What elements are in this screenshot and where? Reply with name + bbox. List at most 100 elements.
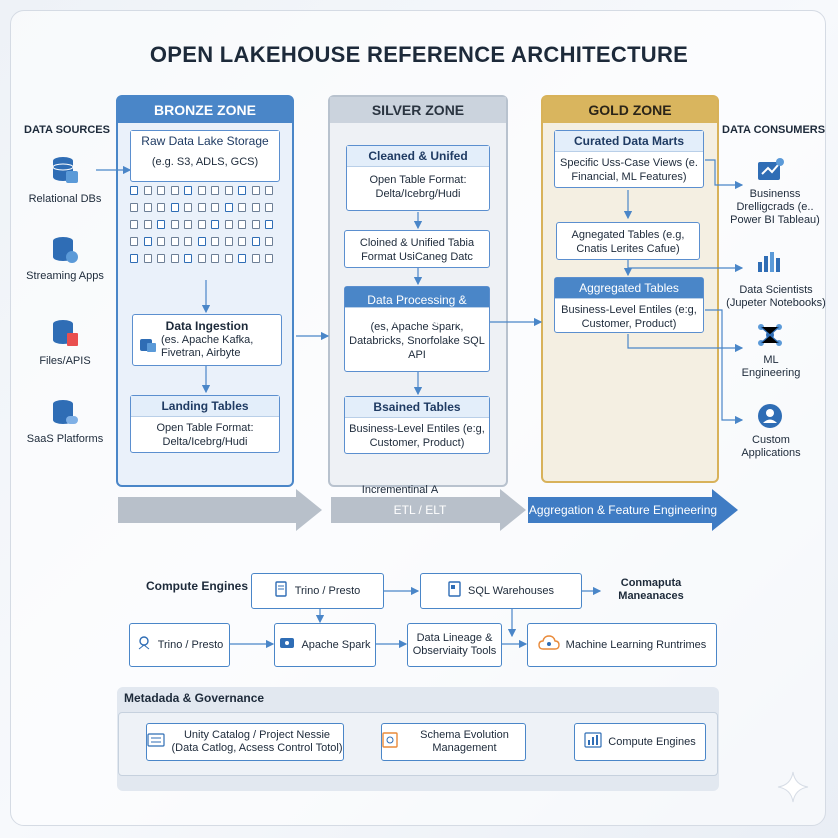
- file-icon: [224, 203, 233, 212]
- governance-heading: Metadada & Governance: [124, 691, 265, 705]
- warehouse-icon: [448, 581, 462, 601]
- file-icon: [224, 237, 233, 246]
- trino-presto-left-box[interactable]: Trino / Presto: [129, 623, 230, 667]
- compute-maintenances-heading: Conmaputa Maneanaces: [618, 577, 684, 602]
- source-streaming-apps: Streaming Apps: [26, 270, 104, 282]
- file-icon: [143, 237, 152, 246]
- landing-tables-box: Landing Tables Open Table Format: Delta/…: [130, 395, 280, 453]
- file-icon: [170, 186, 179, 195]
- data-lineage-box[interactable]: Data Lineage & Observiaity Tools: [407, 623, 502, 667]
- file-icon: [197, 203, 206, 212]
- cleaned-unified-title: Cleaned & Unifed: [347, 146, 489, 167]
- aggregation-feature-label: Aggregation & Feature Engineering: [528, 503, 718, 517]
- schema-evolution-box[interactable]: Schema Evolution Management: [381, 723, 526, 761]
- file-icon: [197, 254, 206, 263]
- governance-compute-engines-box[interactable]: Compute Engines: [574, 723, 706, 761]
- file-icon: [238, 203, 246, 212]
- file-icon: [238, 220, 246, 229]
- bsained-tables-body: Business-Level Entiles (e:g, Customer, P…: [349, 423, 485, 449]
- file-icon: [238, 254, 246, 263]
- cloud-icon: [537, 634, 560, 656]
- silver-zone-heading: SILVER ZONE: [330, 97, 506, 123]
- raw-data-lake-title: Raw Data Lake Storage: [131, 131, 279, 151]
- raw-data-lake-box: Raw Data Lake Storage (e.g. S3, ADLS, GC…: [130, 130, 280, 182]
- cloined-unified-box: Cloined & Unified Tabia Format UsiCaneg …: [344, 230, 490, 268]
- bsained-tables-title: Bsained Tables: [345, 397, 489, 418]
- file-icon: [197, 237, 206, 246]
- data-lineage-label: Data Lineage & Observiaity Tools: [412, 632, 497, 657]
- data-processing-body: (es, Apache Spark, Databricks, Snorfolak…: [349, 321, 485, 361]
- agnegated-tables-body: Agnegated Tables (e.g, Cnatis Lerites Ca…: [571, 229, 685, 255]
- governance-compute-engines-label: Compute Engines: [608, 735, 696, 748]
- aggregated-tables-body: Business-Level Entiles (e:g, Customer, P…: [561, 304, 697, 330]
- files-api-icon: [50, 318, 80, 353]
- data-ingestion-body: (es. Apache Kafka, Fivetran, Airbyte: [161, 334, 254, 359]
- file-icon: [265, 237, 273, 246]
- file-icon: [197, 220, 206, 229]
- saas-database-icon: [50, 398, 80, 433]
- ml-runtimes-label: Machine Learning Runtrimes: [565, 638, 707, 651]
- spark-icon: [279, 636, 295, 654]
- data-ingestion-box: Data Ingestion (es. Apache Kafka, Fivetr…: [132, 314, 282, 366]
- consumer-ml-engineering: ML Engineering: [741, 354, 801, 379]
- bronze-zone-heading: BRONZE ZONE: [118, 97, 292, 123]
- unity-catalog-label: Unity Catalog / Project Nessie (Data Cat…: [171, 729, 343, 754]
- file-icon: [197, 186, 206, 195]
- sql-warehouses-box[interactable]: SQL Warehouses: [420, 573, 582, 609]
- page-title: OPEN LAKEHOUSE REFERENCE ARCHITECTURE: [149, 42, 689, 67]
- cleaned-unified-box: Cleaned & Unifed Open Table Format: Delt…: [346, 145, 490, 211]
- agnegated-tables-box: Agnegated Tables (e.g, Cnatis Lerites Ca…: [556, 222, 700, 260]
- ml-runtimes-box[interactable]: Machine Learning Runtrimes: [527, 623, 717, 667]
- file-icon: [157, 186, 165, 195]
- curated-data-marts-body: Specific Uss-Case Views (e. Financial, M…: [560, 157, 698, 183]
- catalog-icon: [147, 732, 165, 752]
- consumer-data-scientists: Data Scientists (Jupeter Notebooks): [726, 284, 826, 309]
- file-icon: [184, 186, 192, 195]
- file-icon: [130, 186, 138, 195]
- landing-tables-title: Landing Tables: [131, 396, 279, 417]
- schema-icon: [382, 732, 398, 752]
- file-icon: [184, 254, 192, 263]
- landing-tables-body: Open Table Format: Delta/Icebrg/Hudi: [156, 422, 254, 448]
- file-icon: [265, 186, 273, 195]
- database-icon: [50, 155, 80, 190]
- source-files-apis: Files/APIS: [39, 355, 91, 367]
- file-icon: [157, 254, 165, 263]
- streaming-database-icon: [50, 235, 80, 270]
- data-sources-heading: DATA SOURCES: [24, 124, 110, 136]
- file-icon: [157, 237, 165, 246]
- file-icon: [143, 220, 152, 229]
- file-icon: [130, 237, 138, 246]
- apache-spark-label: Apache Spark: [301, 638, 371, 651]
- consumer-business-intelligence: Businenss Drelligcrads (e.. Power BI Tab…: [730, 188, 820, 226]
- unity-catalog-box[interactable]: Unity Catalog / Project Nessie (Data Cat…: [146, 723, 344, 761]
- file-icon: [251, 237, 260, 246]
- file-icon: [211, 237, 219, 246]
- gold-zone-heading: GOLD ZONE: [543, 97, 717, 123]
- user-gear-icon: [756, 402, 784, 435]
- sql-warehouses-label: SQL Warehouses: [467, 584, 554, 597]
- file-icon: [130, 254, 138, 263]
- network-icon: [756, 322, 784, 353]
- curated-data-marts-box: Curated Data Marts Specific Uss-Case Vie…: [554, 130, 704, 188]
- file-icon: [157, 203, 165, 212]
- file-icon: [265, 220, 273, 229]
- apache-spark-box[interactable]: Apache Spark: [274, 623, 376, 667]
- file-icon: [251, 254, 260, 263]
- file-icon: [170, 237, 179, 246]
- compute-engines-heading: Compute Engines: [146, 579, 249, 593]
- data-ingestion-title: Data Ingestion: [165, 319, 249, 333]
- cleaned-unified-body: Open Table Format: Delta/Icebrg/Hudi: [369, 174, 467, 200]
- trino-presto-top-box[interactable]: Trino / Presto: [251, 573, 384, 609]
- file-icon: [170, 220, 179, 229]
- file-icon: [265, 254, 273, 263]
- file-icon: [224, 220, 233, 229]
- file-icon: [238, 186, 246, 195]
- file-grid-icons: [130, 186, 282, 276]
- incremental-label: Incrementinal Α: [361, 484, 439, 496]
- file-icon: [130, 220, 138, 229]
- file-icon: [211, 220, 219, 229]
- document-icon: [274, 581, 289, 601]
- file-icon: [184, 237, 192, 246]
- trino-presto-top-label: Trino / Presto: [294, 584, 361, 597]
